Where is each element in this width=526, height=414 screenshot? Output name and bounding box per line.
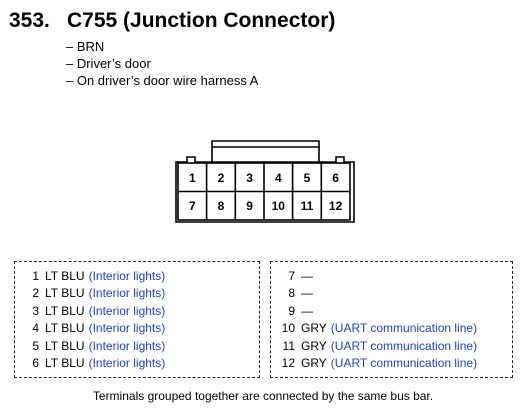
pin-label: 6 [332, 171, 339, 185]
terminal-row: 11 GRY(UART communication line) [271, 339, 512, 356]
wire-color: LT BLU [45, 286, 85, 301]
terminal-row: 7— [271, 269, 512, 286]
terminal-number: 6 [32, 355, 39, 370]
pin-label: 4 [275, 171, 282, 185]
circuit-description: (Interior lights) [88, 269, 166, 283]
circuit-description: (Interior lights) [88, 338, 166, 353]
wire-color: LT BLU [45, 321, 85, 336]
terminal-row: 4 LT BLU(Interior lights) [15, 321, 259, 338]
note-harness: On driver’s door wire harness A [66, 72, 259, 89]
pin-label: 7 [189, 199, 196, 213]
note-location: Driver’s door [66, 55, 258, 72]
pin-label: 10 [272, 199, 286, 213]
pin-label: 3 [246, 171, 253, 185]
wire-color: — [301, 269, 313, 283]
terminal-number: 12 [281, 355, 295, 370]
pin-label: 11 [301, 199, 314, 213]
bus-bar-footnote: Terminals grouped together are connected… [92, 389, 434, 403]
circuit-description: (UART communication line) [330, 355, 478, 370]
pin-label: 1 [189, 171, 196, 185]
wire-color: GRY [301, 321, 327, 336]
wire-color: GRY [301, 338, 327, 353]
terminal-row: 1 LT BLU(Interior lights) [15, 269, 259, 286]
terminal-row: 3 LT BLU(Interior lights) [15, 304, 259, 321]
pin-label: 8 [218, 199, 225, 213]
terminal-number: 3 [32, 303, 39, 318]
circuit-description: (Interior lights) [88, 355, 166, 370]
pin-label: 5 [304, 171, 311, 185]
terminal-row: 10 GRY(UART communication line) [271, 321, 512, 338]
circuit-description: (UART communication line) [330, 321, 478, 336]
wire-color: LT BLU [45, 355, 85, 370]
terminal-number: 8 [288, 286, 295, 301]
terminal-number: 7 [288, 269, 295, 283]
wire-color: LT BLU [45, 338, 85, 353]
terminal-number: 5 [32, 338, 39, 353]
circuit-description: (Interior lights) [88, 321, 166, 336]
terminal-number: 1 [32, 269, 39, 283]
terminal-number: 11 [282, 338, 295, 353]
note-color: BRN [66, 38, 258, 55]
connector-notes: BRN Driver’s door On driver’s door wire … [66, 38, 259, 89]
connector-housing [175, 156, 355, 223]
wire-color: LT BLU [45, 269, 85, 283]
pin-label: 12 [329, 199, 343, 213]
terminal-row: 8— [271, 286, 512, 303]
terminal-row: 12 GRY(UART communication line) [271, 356, 512, 373]
terminal-row: 9— [271, 304, 512, 321]
terminal-row: 6 LT BLU(Interior lights) [15, 356, 259, 373]
pin-label: 9 [246, 199, 253, 213]
connector-diagram: 1 2 3 4 5 6 7 8 9 10 11 12 [175, 140, 355, 223]
wire-color: LT BLU [45, 303, 85, 318]
terminal-number: 10 [281, 321, 295, 336]
section-number: 353. [9, 9, 50, 32]
connector-title: C755 (Junction Connector) [67, 9, 336, 32]
terminal-row: 2 LT BLU(Interior lights) [15, 286, 259, 303]
wire-color: GRY [301, 355, 327, 370]
connector-latch [211, 140, 320, 162]
wire-color: — [301, 286, 313, 301]
terminal-number: 9 [288, 303, 295, 318]
wire-color: — [301, 303, 313, 318]
circuit-description: (UART communication line) [330, 338, 478, 353]
terminal-row: 5 LT BLU(Interior lights) [15, 339, 259, 356]
circuit-description: (Interior lights) [88, 303, 166, 318]
terminal-number: 2 [32, 286, 39, 301]
pin-label: 2 [218, 171, 225, 185]
terminal-number: 4 [32, 321, 39, 336]
page-title: 353. C755 (Junction Connector) [9, 9, 335, 33]
circuit-description: (Interior lights) [88, 286, 166, 301]
